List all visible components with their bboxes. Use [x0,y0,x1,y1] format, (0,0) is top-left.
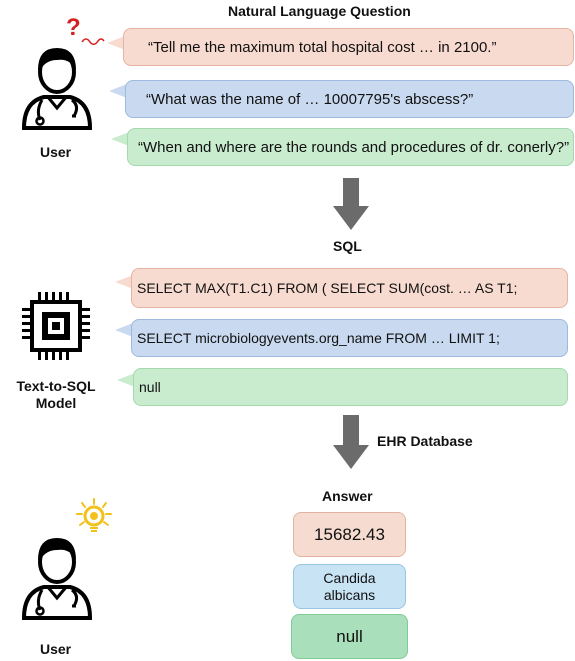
answer-box-3: null [291,614,408,659]
sql-heading: SQL [333,238,362,254]
down-arrow-icon [333,415,369,469]
answer-box-2: Candida albicans [293,564,406,609]
sql-text-2: SELECT microbiologyevents.org_name FROM … [137,330,500,346]
model-label: Text-to-SQL Model [6,378,106,412]
sql-bubble-3: null [133,368,568,406]
question-bubble-2: “What was the name of … 10007795's absce… [125,80,574,118]
question-mark-icon: ? [66,14,81,41]
question-bubble-1: “Tell me the maximum total hospital cost… [123,28,574,66]
doctor-icon [18,530,96,625]
sql-text-3: null [139,379,161,395]
question-text-2: “What was the name of … 10007795's absce… [146,90,474,108]
sql-bubble-2: SELECT microbiologyevents.org_name FROM … [131,319,568,357]
answer-heading: Answer [322,488,373,504]
lightbulb-idea-icon [74,498,114,539]
down-arrow-icon [333,178,369,230]
ehr-database-label: EHR Database [377,433,473,449]
question-bubble-3: “When and where are the rounds and proce… [127,128,574,166]
model-label-line1: Text-to-SQL [16,378,96,394]
sql-bubble-1: SELECT MAX(T1.C1) FROM ( SELECT SUM(cost… [131,268,568,308]
question-text-3: “When and where are the rounds and proce… [138,138,570,156]
model-label-line2: Model [35,395,77,411]
thought-squiggle-icon [80,34,106,53]
sql-text-1: SELECT MAX(T1.C1) FROM ( SELECT SUM(cost… [137,280,518,296]
question-text-1: “Tell me the maximum total hospital cost… [148,38,497,56]
question-heading: Natural Language Question [228,3,411,19]
doctor-icon [18,40,96,135]
answer-box-1: 15682.43 [293,512,406,557]
answer-text-3: null [336,626,363,646]
user-label-top: User [40,144,72,160]
answer-text-1: 15682.43 [314,524,385,544]
user-label-bottom: User [40,641,72,657]
cpu-chip-icon [22,292,90,365]
answer-text-2: Candida albicans [323,569,376,603]
